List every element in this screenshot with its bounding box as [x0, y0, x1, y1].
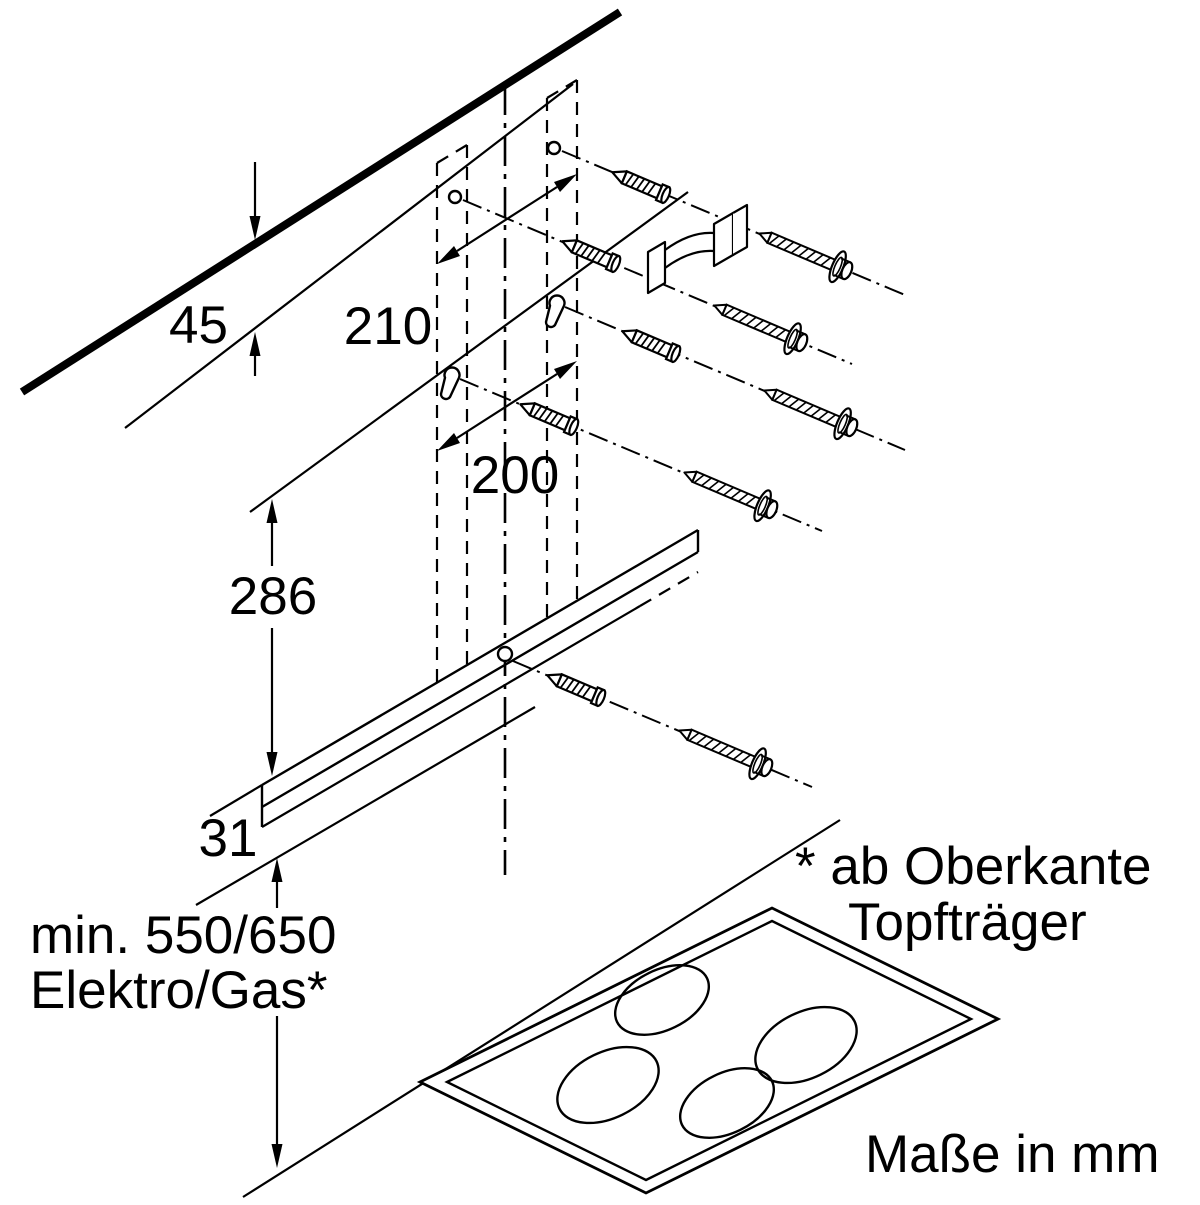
wall-plug-1: [607, 163, 674, 206]
screw-5: [671, 714, 779, 786]
min-height-label-line1: min. 550/650: [30, 906, 336, 965]
cooktop-outline: [416, 906, 1002, 1195]
dimension-286: 286: [229, 499, 317, 776]
wall-plug-4: [515, 395, 582, 438]
dimension-210-label: 210: [344, 297, 432, 356]
lower-mounting-bar: [195, 528, 700, 906]
cooktop-inner-border: [444, 919, 974, 1182]
dimension-200-label: 200: [471, 446, 559, 505]
upper-hole-right: [546, 140, 562, 156]
dimension-200: 200: [437, 361, 577, 505]
dimension-210: 210: [344, 174, 577, 356]
mounting-rail-left: [435, 144, 469, 683]
wall-base-line: [242, 819, 841, 1198]
ceiling-edge-line: [19, 8, 623, 396]
burner-back: [613, 964, 711, 1036]
upper-reference-line: [124, 83, 574, 429]
burner-front: [678, 1067, 776, 1139]
keyhole-slot-left: [439, 366, 461, 401]
cooktop: [416, 906, 1002, 1195]
dimension-31-label: 31: [199, 809, 258, 868]
wall-plug-5: [542, 666, 609, 709]
dimension-min-height: min. 550/650 Elektro/Gas*: [30, 858, 336, 1168]
wall-plug-2: [557, 232, 624, 275]
wall-plug-3: [617, 322, 684, 365]
units-note: Maße in mm: [865, 1125, 1159, 1184]
mounting-rail-right: [545, 79, 579, 618]
screw-1: [751, 217, 859, 289]
dimension-45-label: 45: [169, 296, 228, 355]
lower-reference-line: [249, 191, 689, 513]
dimension-45: 45: [169, 162, 261, 376]
bar-center-hole: [496, 645, 514, 663]
dimension-31: 31: [199, 809, 258, 868]
keyhole-slot-right: [544, 294, 566, 329]
footnote-line1: * ab Oberkante: [795, 837, 1152, 896]
burner-left: [556, 1045, 660, 1125]
screw-2: [706, 289, 814, 361]
footnote-line2: Topfträger: [848, 893, 1087, 952]
min-height-label-line2: Elektro/Gas*: [30, 961, 328, 1020]
screw-4: [676, 456, 784, 528]
upper-hole-left: [447, 189, 463, 205]
screw-3: [756, 374, 864, 446]
mounting-bracket: [646, 203, 749, 295]
dimension-286-label: 286: [229, 567, 317, 626]
